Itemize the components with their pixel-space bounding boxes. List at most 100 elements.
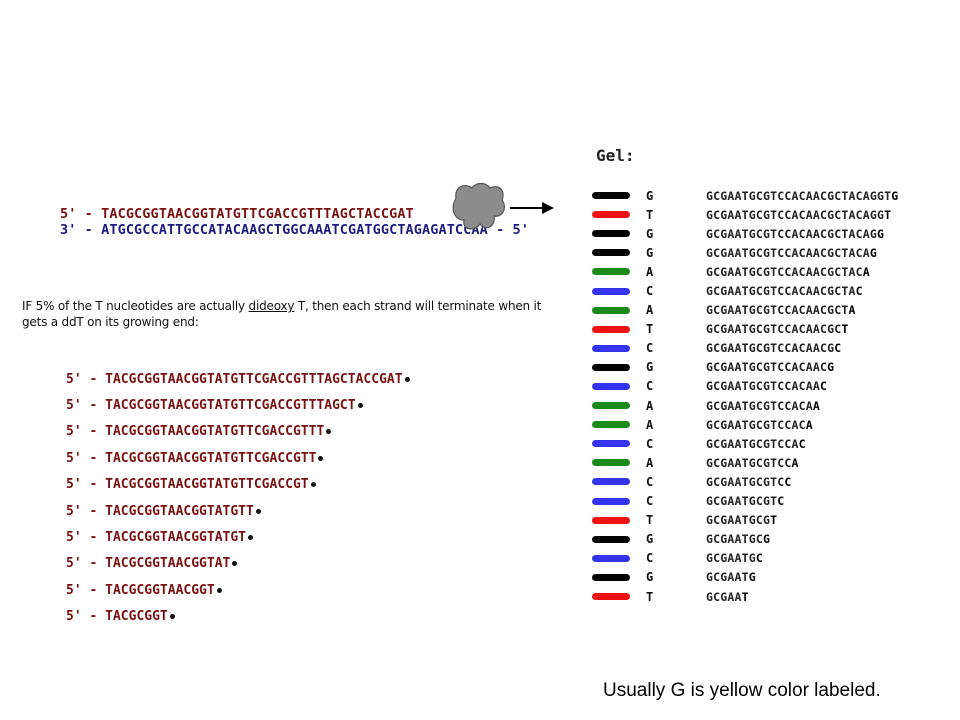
gel-base-letter: G [646, 188, 654, 203]
fragment-sequence: 5' - TACGCGGT [66, 609, 168, 625]
gel-band [592, 497, 630, 505]
template-strand-top: 5' - TACGCGGTAACGGTATGTTCGACCGTTTAGCTACC… [60, 206, 414, 222]
fragment-sequence: 5' - TACGCGGTAACGGTATGTTCGACCGTTTAGCT [66, 398, 356, 414]
gel-row: G GCGAATGCGTCCACAACG [592, 358, 898, 377]
gel-base-letter: A [646, 264, 654, 279]
note-text-before: IF 5% of the T nucleotides are actually [22, 299, 249, 313]
gel-sequence-last-base: G [763, 532, 771, 547]
gel-base-letter: T [646, 322, 654, 337]
gel-base-letter: C [646, 494, 654, 509]
gel-sequence-last-base: A [812, 398, 820, 413]
gel-sequence-prefix: GCGAAT [706, 570, 749, 585]
gel-sequence: GCGAATGCGT [706, 513, 777, 527]
polymerase-enzyme-icon [452, 182, 506, 230]
gel-band [592, 459, 630, 467]
gel-sequence-last-base: G [891, 188, 899, 203]
gel-sequence-last-base: C [755, 551, 763, 566]
gel-sequence-prefix: GCGAATGCGTCCACAACGCTACAGGT [706, 188, 892, 203]
gel-sequence: GCGAATGCGTCCACAACGCTACA [706, 265, 870, 279]
gel-sequence-prefix: GCGAATGCGTCCACAAC [706, 360, 828, 375]
gel-sequence: GCGAATGCGTCCACAACGCTACAGGT [706, 208, 891, 222]
gel-sequence-last-base: C [777, 494, 785, 509]
gel-sequence: GCGAATGCGTC [706, 494, 784, 508]
fragment-row: 5' - TACGCGGTAACGGTATGTTCGACCGT [66, 472, 410, 498]
gel-sequence-prefix: GCGAATGC [706, 532, 763, 547]
gel-sequence-last-base: T [841, 322, 849, 337]
gel-base-letter: G [646, 360, 654, 375]
gel-sequence: GCGAATGCGTCCACAACGCTACAGGTG [706, 189, 898, 203]
gel-sequence: GCGAATGCGTCCACAAC [706, 379, 827, 393]
gel-sequence: GCGAATGCGTCCACAACGCTACAGG [706, 227, 884, 241]
gel-band [592, 249, 630, 257]
fragment-row: 5' - TACGCGGT [66, 604, 410, 630]
gel-sequence-last-base: A [805, 417, 813, 432]
gel-sequence-last-base: C [819, 379, 828, 394]
caption: Usually G is yellow color labeled. [603, 680, 881, 701]
ddt-terminator-dot-icon [310, 482, 316, 488]
gel-sequence: GCGAATGCGTCCA [706, 456, 799, 470]
gel-sequence-last-base: C [798, 436, 806, 451]
fragment-row: 5' - TACGCGGTAACGGTATGTT [66, 498, 410, 524]
gel-sequence-prefix: GCGAATGCGT [706, 494, 778, 509]
ddt-terminator-dot-icon [326, 429, 332, 435]
gel-base-letter: A [646, 398, 654, 413]
gel-band [592, 363, 630, 371]
gel-row: G GCGAATGCGTCCACAACGCTACAGG [592, 224, 898, 243]
gel-sequence-prefix: GCGAATGCGTCCACAACGC [706, 322, 842, 337]
ddt-terminator-dot-icon [318, 455, 324, 461]
gel-base-letter: G [646, 226, 654, 241]
gel-sequence: GCGAATGCGTCCACAA [706, 399, 820, 413]
fragment-sequence: 5' - TACGCGGTAACGGTAT [66, 556, 231, 572]
gel-sequence-prefix: GCGAATGCGTCCACAACGCTACA [706, 245, 870, 260]
gel-base-letter: C [646, 551, 654, 566]
fragment-row: 5' - TACGCGGTAACGGT [66, 577, 410, 603]
gel-sequence-prefix: GCGAATGCGTCCACA [706, 398, 813, 413]
gel-sequence-prefix: GCGAATGCGTC [706, 474, 785, 489]
gel-sequence: GCGAATGCGTCCAC [706, 437, 806, 451]
gel-band [592, 402, 630, 410]
gel-sequence-prefix: GCGAATGCGTCCA [706, 436, 799, 451]
ddt-terminator-dot-icon [404, 376, 410, 382]
gel-sequence-prefix: GCGAATGCGTCCACAA [706, 379, 820, 394]
gel-sequence-last-base: G [748, 570, 756, 585]
gel-sequence-prefix: GCGAATGCG [706, 513, 771, 528]
note-text-after: T, then each strand will terminate when … [22, 299, 542, 329]
fragment-sequence: 5' - TACGCGGTAACGGTATGTTCGACCGTTT [66, 424, 325, 440]
note-text-underlined: dideoxy [248, 299, 295, 313]
fragment-row: 5' - TACGCGGTAACGGTATGTTCGACCGTTTAGCT [66, 392, 410, 418]
gel-sequence: GCGAATG [706, 570, 756, 584]
gel-sequence-last-base: C [855, 284, 863, 299]
gel-sequence-prefix: GCGAATGCGTCC [706, 455, 792, 470]
gel-sequence: GCGAATGCGTCCACA [706, 418, 813, 432]
gel-sequence-prefix: GCGAATGCGTCCACAACGCT [706, 303, 849, 318]
fragment-sequence: 5' - TACGCGGTAACGGT [66, 582, 215, 598]
gel-band [592, 268, 630, 276]
terminated-fragments-list: 5' - TACGCGGTAACGGTATGTTCGACCGTTTAGCTACC… [66, 366, 410, 630]
gel-sequence: GCGAATGCG [706, 532, 770, 546]
gel-sequence-prefix: GCGAATGCGTCCACAACGCTAC [706, 264, 863, 279]
gel-band [592, 535, 630, 543]
ddt-terminator-dot-icon [232, 561, 238, 567]
gel-row: A GCGAATGCGTCCACAACGCTACA [592, 262, 898, 281]
gel-sequence: GCGAATGCGTCCACAACG [706, 360, 834, 374]
arrow-right-icon [510, 202, 554, 214]
gel-sequence-last-base: A [791, 455, 799, 470]
gel-band [592, 211, 630, 219]
gel-base-letter: C [646, 436, 654, 451]
gel-base-letter: C [646, 284, 654, 299]
ddt-terminator-dot-icon [248, 535, 254, 541]
gel-base-letter: C [646, 341, 654, 356]
